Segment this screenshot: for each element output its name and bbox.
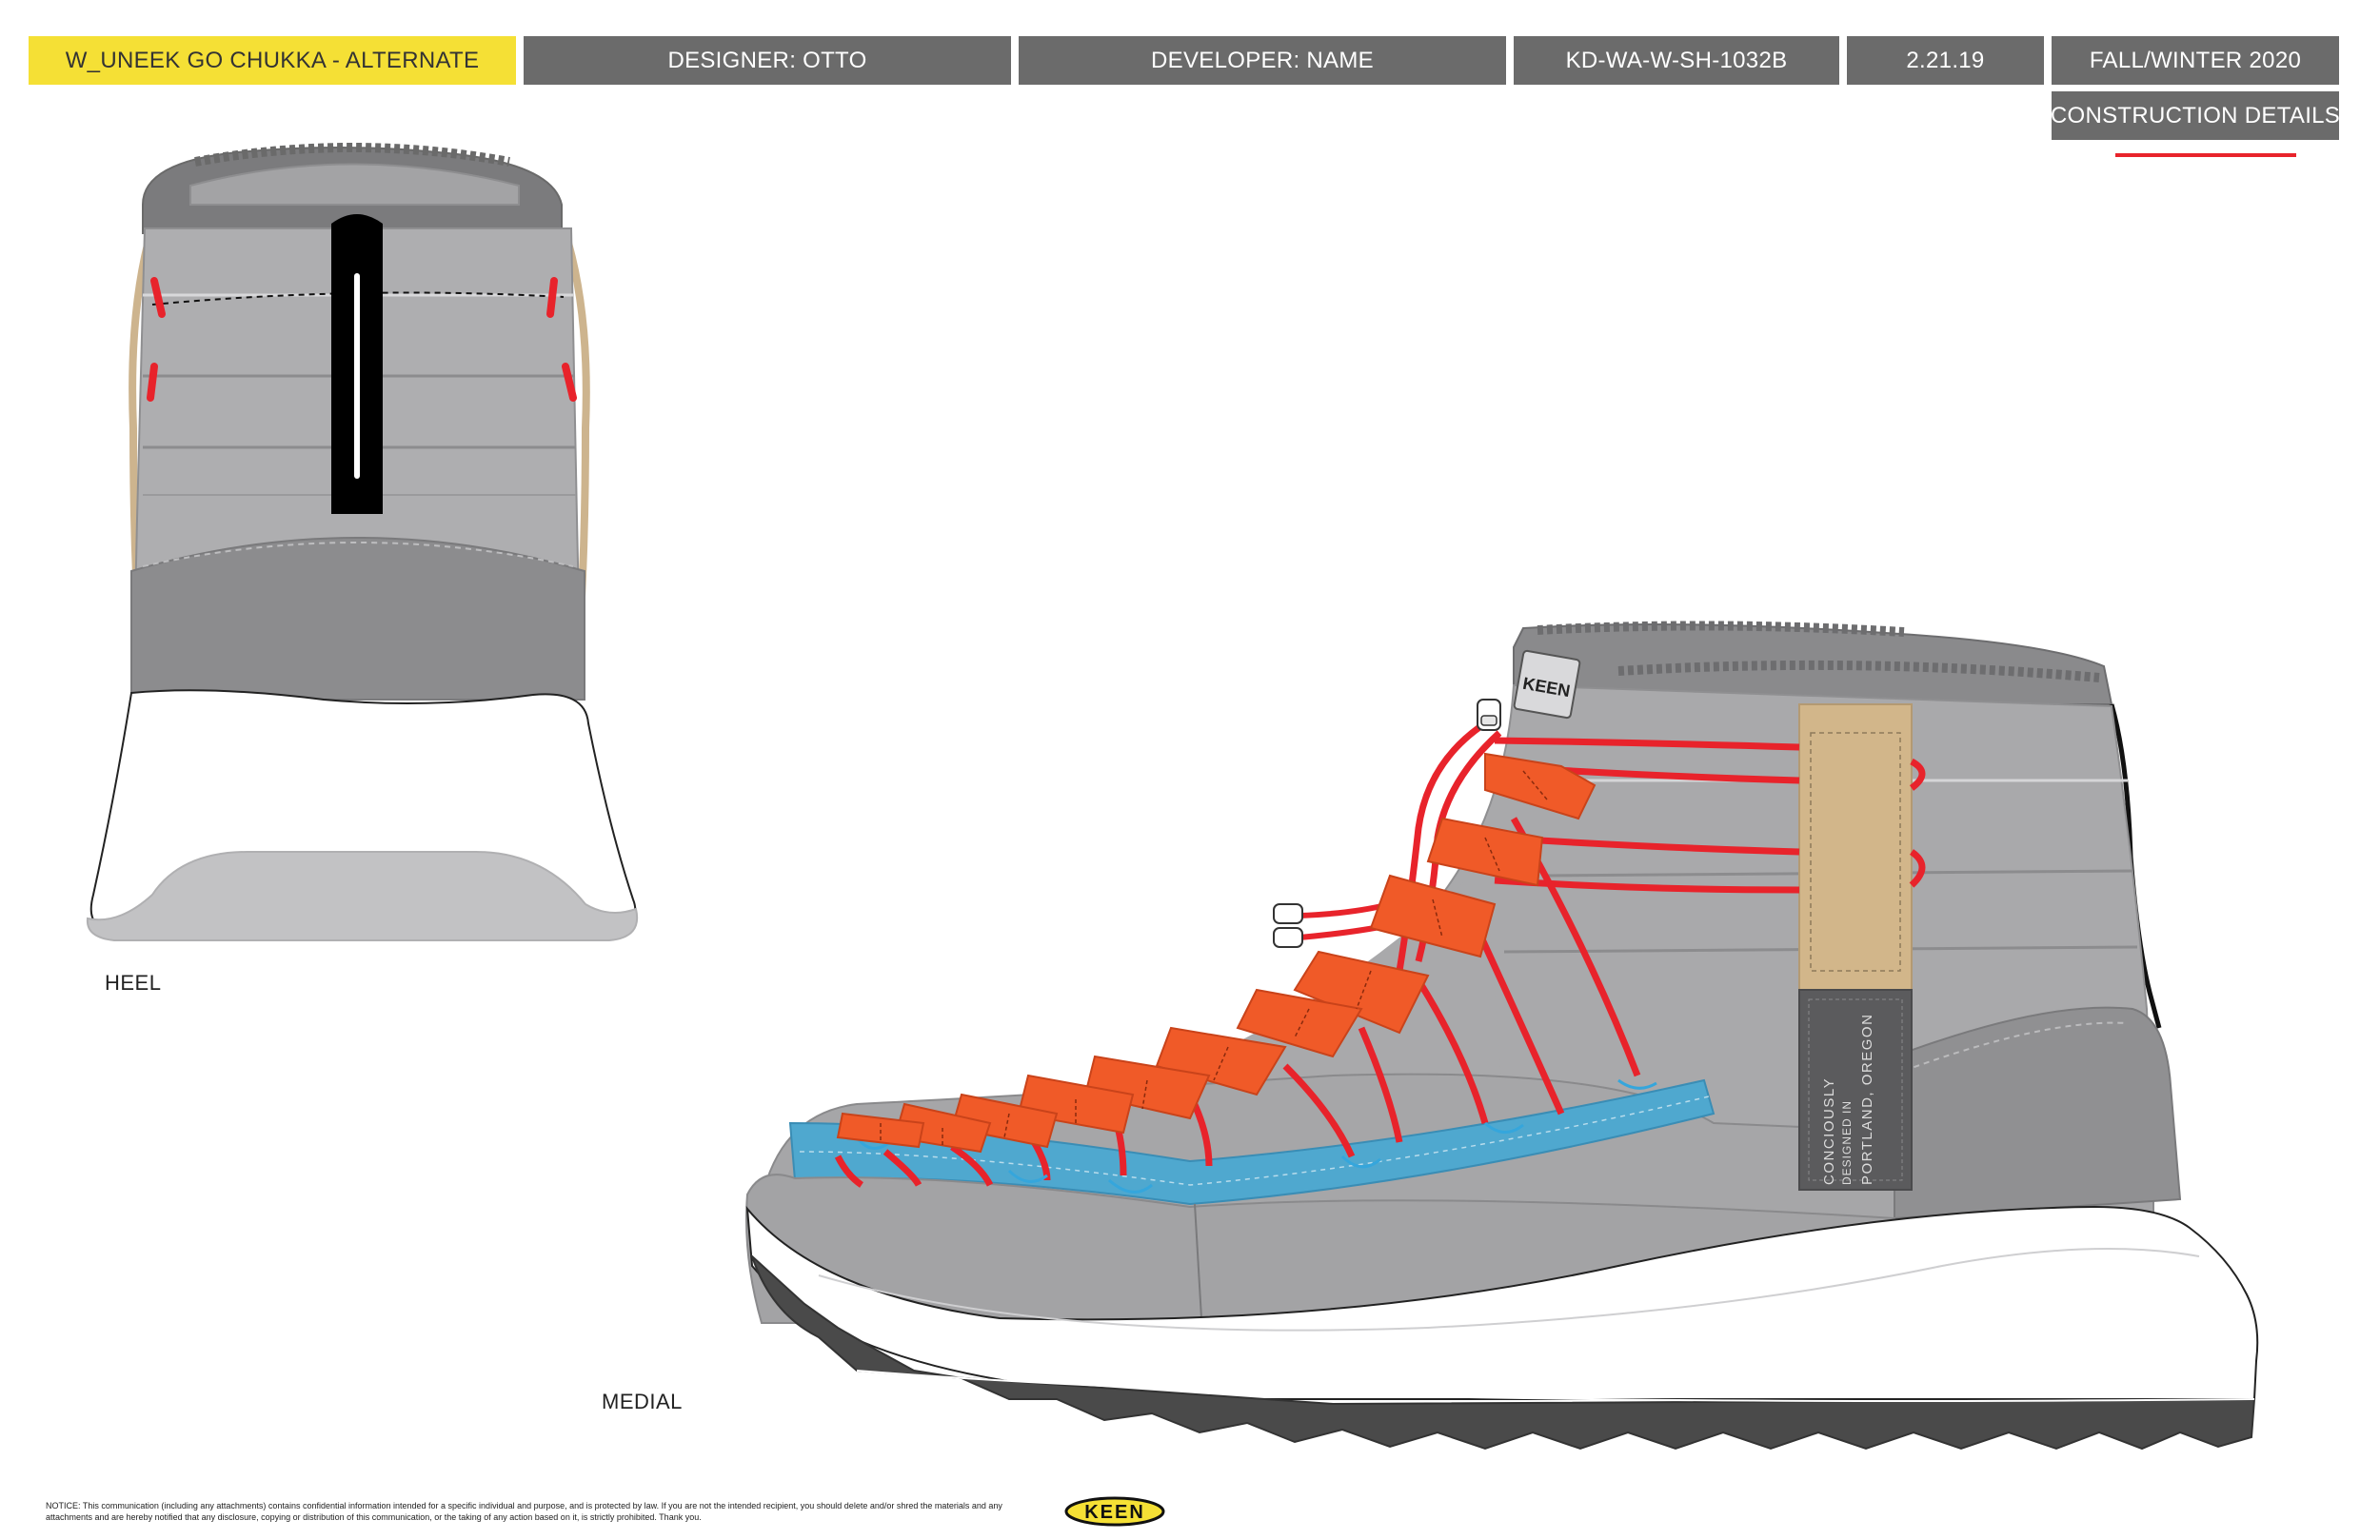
lace-toggle-top [1477, 699, 1501, 731]
season-header: FALL/WINTER 2020 [2052, 36, 2339, 85]
svg-text:CONCIOUSLY: CONCIOUSLY [1821, 1077, 1837, 1185]
heel-view-drawing [86, 143, 639, 941]
svg-text:DESIGNED IN: DESIGNED IN [1840, 1100, 1854, 1185]
style-name-header: W_UNEEK GO CHUKKA - ALTERNATE [29, 36, 516, 85]
svg-text:KEEN: KEEN [1084, 1502, 1145, 1523]
date-header: 2.21.19 [1847, 36, 2044, 85]
label-patch-text: CONCIOUSLY DESIGNED IN PORTLAND, OREGON [1821, 1014, 1875, 1185]
medial-view-label: MEDIAL [602, 1390, 683, 1413]
heel-view-label: HEEL [105, 971, 162, 995]
style-code-header: KD-WA-W-SH-1032B [1514, 36, 1839, 85]
developer-header: DEVELOPER: NAME [1019, 36, 1506, 85]
lace-toggle-lower [1273, 903, 1303, 948]
confidentiality-notice: NOTICE: This communication (including an… [46, 1501, 1002, 1522]
medial-view-drawing: CONCIOUSLY DESIGNED IN PORTLAND, OREGON … [745, 621, 2259, 1451]
designer-header: DESIGNER: OTTO [524, 36, 1011, 85]
active-tab-underline [2115, 153, 2296, 157]
construction-details-tab[interactable]: CONSTRUCTION DETAILS [2051, 91, 2340, 140]
svg-text:PORTLAND, OREGON: PORTLAND, OREGON [1859, 1014, 1875, 1185]
keen-logo: KEEN [1064, 1496, 1165, 1527]
